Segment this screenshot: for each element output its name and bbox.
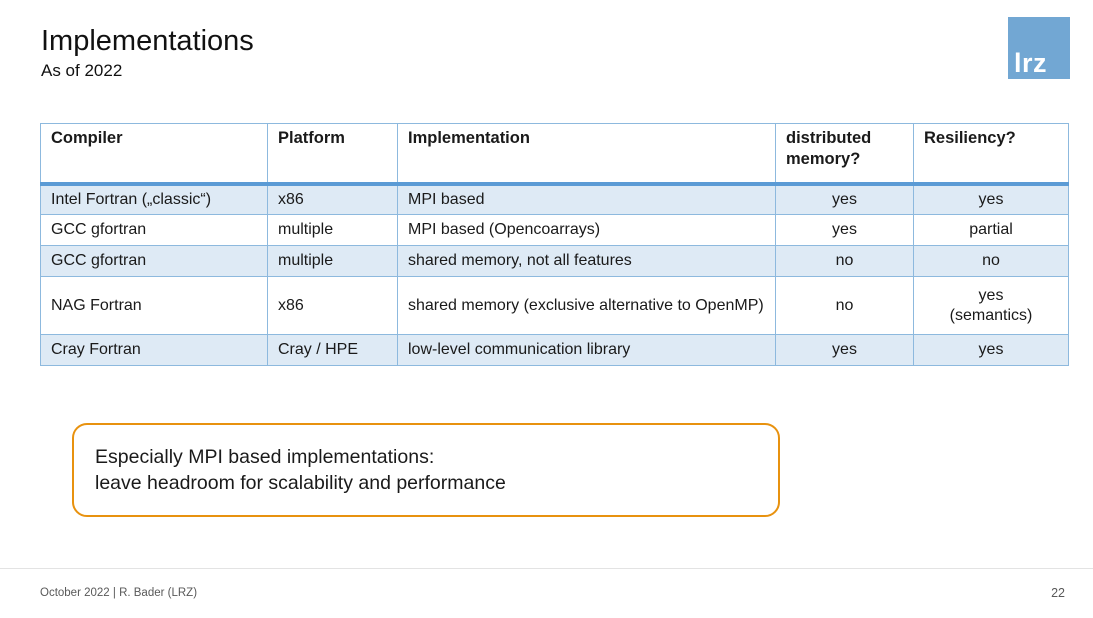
title-block: Implementations As of 2022 xyxy=(41,25,254,81)
lrz-logo: lrz xyxy=(1008,17,1070,79)
cell-compiler: Cray Fortran xyxy=(40,334,268,366)
cell-platform: x86 xyxy=(267,183,398,215)
cell-implementation: MPI based xyxy=(397,183,776,215)
cell-resiliency: yes xyxy=(913,183,1069,215)
footer-divider xyxy=(0,568,1093,569)
cell-resiliency: partial xyxy=(913,214,1069,246)
cell-compiler: NAG Fortran xyxy=(40,276,268,335)
lrz-logo-text: lrz xyxy=(1014,48,1048,78)
cell-compiler: Intel Fortran („classic“) xyxy=(40,183,268,215)
cell-distributed_memory: yes xyxy=(775,214,914,246)
cell-implementation: shared memory (exclusive alternative to … xyxy=(397,276,776,335)
cell-platform: x86 xyxy=(267,276,398,335)
page-number: 22 xyxy=(1051,586,1065,600)
cell-distributed_memory: no xyxy=(775,245,914,277)
cell-compiler: GCC gfortran xyxy=(40,214,268,246)
column-header-platform: Platform xyxy=(267,123,398,186)
cell-resiliency: no xyxy=(913,245,1069,277)
page-title: Implementations xyxy=(41,25,254,57)
cell-resiliency: yes (semantics) xyxy=(913,276,1069,335)
cell-compiler: GCC gfortran xyxy=(40,245,268,277)
cell-distributed_memory: no xyxy=(775,276,914,335)
cell-distributed_memory: yes xyxy=(775,334,914,366)
column-header-distributed_memory: distributed memory? xyxy=(775,123,914,186)
callout-line-2: leave headroom for scalability and perfo… xyxy=(95,472,506,494)
cell-implementation: MPI based (Opencoarrays) xyxy=(397,214,776,246)
column-header-compiler: Compiler xyxy=(40,123,268,186)
callout-box: Especially MPI based implementations: le… xyxy=(72,423,780,517)
cell-implementation: shared memory, not all features xyxy=(397,245,776,277)
column-header-resiliency: Resiliency? xyxy=(913,123,1069,186)
cell-platform: multiple xyxy=(267,245,398,277)
cell-resiliency: yes xyxy=(913,334,1069,366)
footer-credit: October 2022 | R. Bader (LRZ) xyxy=(40,587,198,599)
callout-line-1: Especially MPI based implementations: xyxy=(95,445,435,468)
cell-implementation: low-level communication library xyxy=(397,334,776,366)
column-header-implementation: Implementation xyxy=(397,123,776,186)
cell-distributed_memory: yes xyxy=(775,183,914,215)
cell-platform: Cray / HPE xyxy=(267,334,398,366)
cell-platform: multiple xyxy=(267,214,398,246)
page-subtitle: As of 2022 xyxy=(41,60,123,80)
